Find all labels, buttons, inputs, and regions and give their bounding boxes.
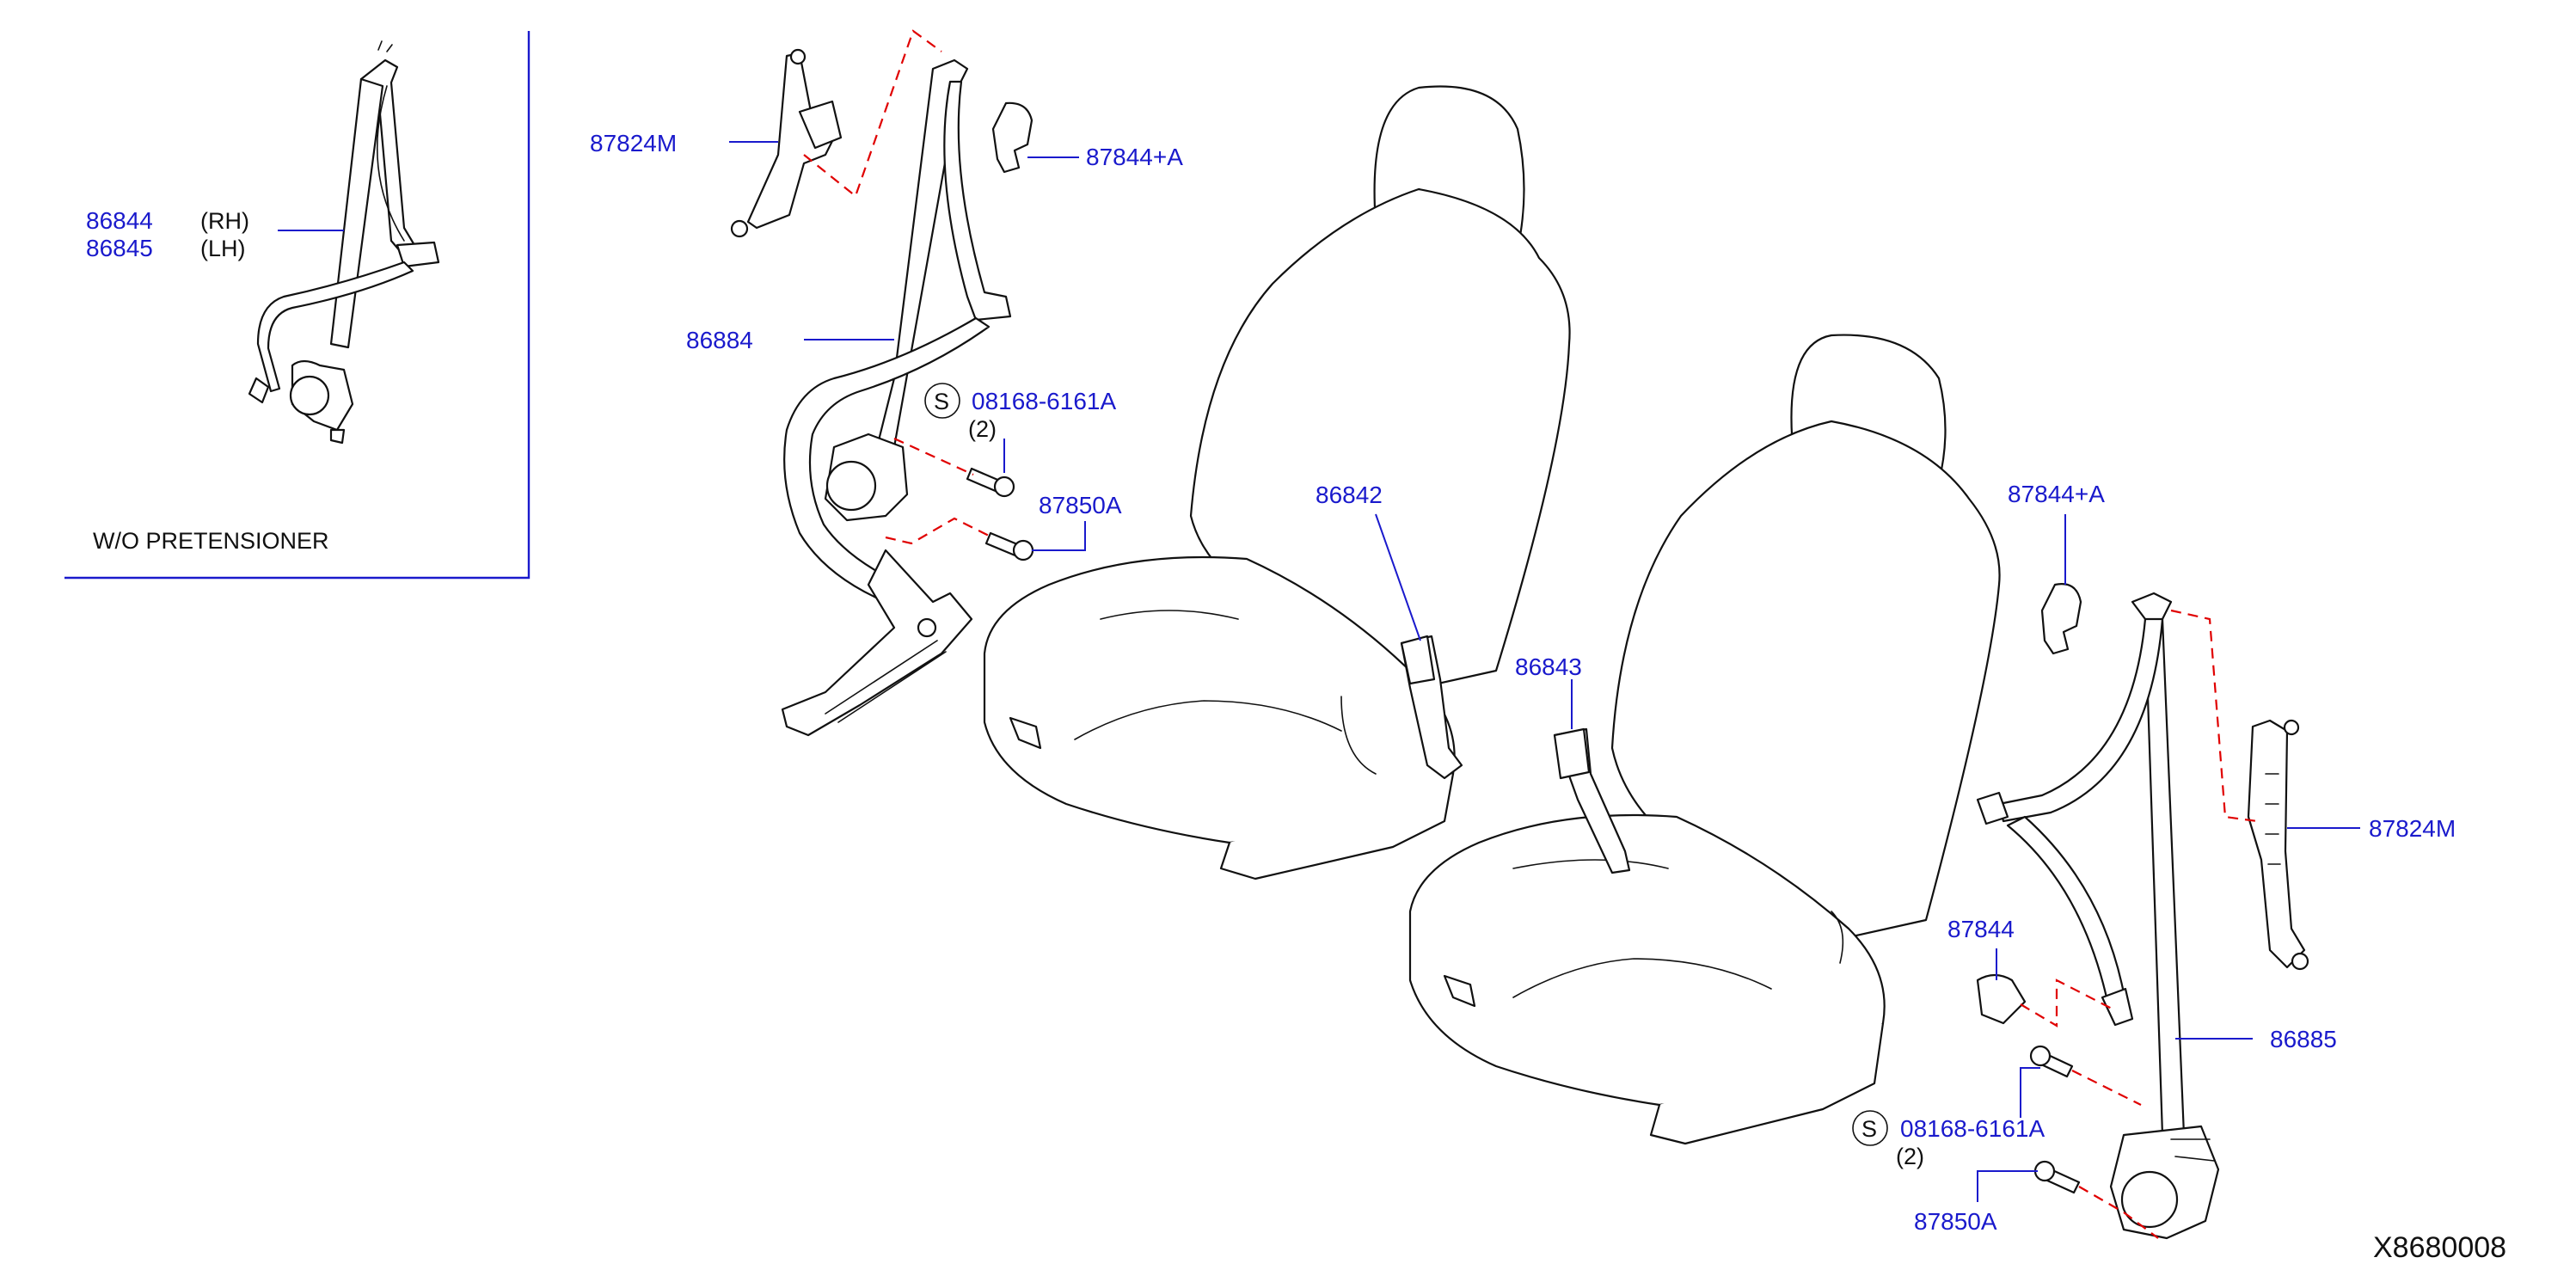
dashed-link-right-anchor: [2020, 978, 2116, 1028]
dashed-link-right-bolt-lower: [2078, 1186, 2159, 1239]
dashed-link-left-bolt: [893, 437, 974, 476]
diagram-code: X8680008: [2373, 1231, 2506, 1264]
label-86844[interactable]: 86844: [86, 207, 153, 234]
leader-86842[interactable]: [1375, 513, 1421, 641]
label-87824m-left[interactable]: 87824M: [590, 130, 677, 156]
s-symbol-left-circle: [924, 383, 960, 419]
belt-guide-right: [2040, 583, 2082, 655]
label-bolt-right[interactable]: 08168-6161A: [1900, 1115, 2045, 1142]
seat-front-cushion: [1408, 813, 1886, 1107]
qty-left: (2): [968, 416, 997, 442]
label-87824m-right[interactable]: 87824M: [2369, 815, 2456, 842]
label-86843[interactable]: 86843: [1515, 653, 1582, 680]
qty-right: (2): [1896, 1144, 1924, 1169]
label-86842[interactable]: 86842: [1316, 482, 1383, 508]
right-belt-assembly: 87844+A 86885 87824M 87844: [1852, 481, 2456, 1240]
s-symbol-left: S: [934, 389, 949, 414]
label-87844a-left[interactable]: 87844+A: [1086, 144, 1183, 170]
leader-bolt-right[interactable]: [2020, 1067, 2040, 1118]
label-86884[interactable]: 86884: [686, 327, 753, 353]
seat-front: 86843: [1408, 334, 2001, 1145]
leader-87850a-right[interactable]: [1977, 1170, 2038, 1202]
seat-rear-cushion: [983, 555, 1456, 844]
s-symbol-right-circle: [1852, 1110, 1888, 1146]
dashed-link-left-top: [803, 29, 942, 198]
seat-rear: 86842: [983, 85, 1571, 880]
belt-webbing-right: [2131, 592, 2186, 1137]
dashed-link-left-bolt-lower: [885, 517, 990, 545]
anchor-cover-87844: [1976, 973, 2027, 1025]
label-87850a-right[interactable]: 87850A: [1914, 1208, 1997, 1235]
label-87844a-right[interactable]: 87844+A: [2008, 481, 2105, 507]
left-belt-assembly: 87824M 87844+A 86884 S 08168-6161A (2) 8…: [590, 29, 1183, 737]
dashed-link-right-bolt: [2071, 1070, 2142, 1106]
leader-87850a-left[interactable]: [1032, 521, 1086, 551]
s-symbol-right: S: [1861, 1116, 1877, 1142]
label-86845[interactable]: 86845: [86, 235, 153, 261]
label-86885[interactable]: 86885: [2270, 1026, 2337, 1052]
label-rh: (RH): [200, 208, 249, 234]
dashed-link-right-top: [2170, 609, 2258, 823]
inset-frame: [64, 31, 531, 580]
label-87844[interactable]: 87844: [1947, 916, 2015, 942]
inset-panel: 86844 (RH) 86845 (LH) W/O PRETENSIONER: [64, 31, 531, 580]
belt-guide-left: [991, 101, 1033, 174]
height-adjuster-right: [2247, 719, 2306, 969]
label-lh: (LH): [200, 236, 246, 261]
inset-seat-belt-drawing: [248, 40, 440, 445]
inset-note: W/O PRETENSIONER: [93, 528, 329, 554]
label-bolt-left[interactable]: 08168-6161A: [972, 388, 1116, 414]
label-87850a-left[interactable]: 87850A: [1039, 492, 1122, 518]
